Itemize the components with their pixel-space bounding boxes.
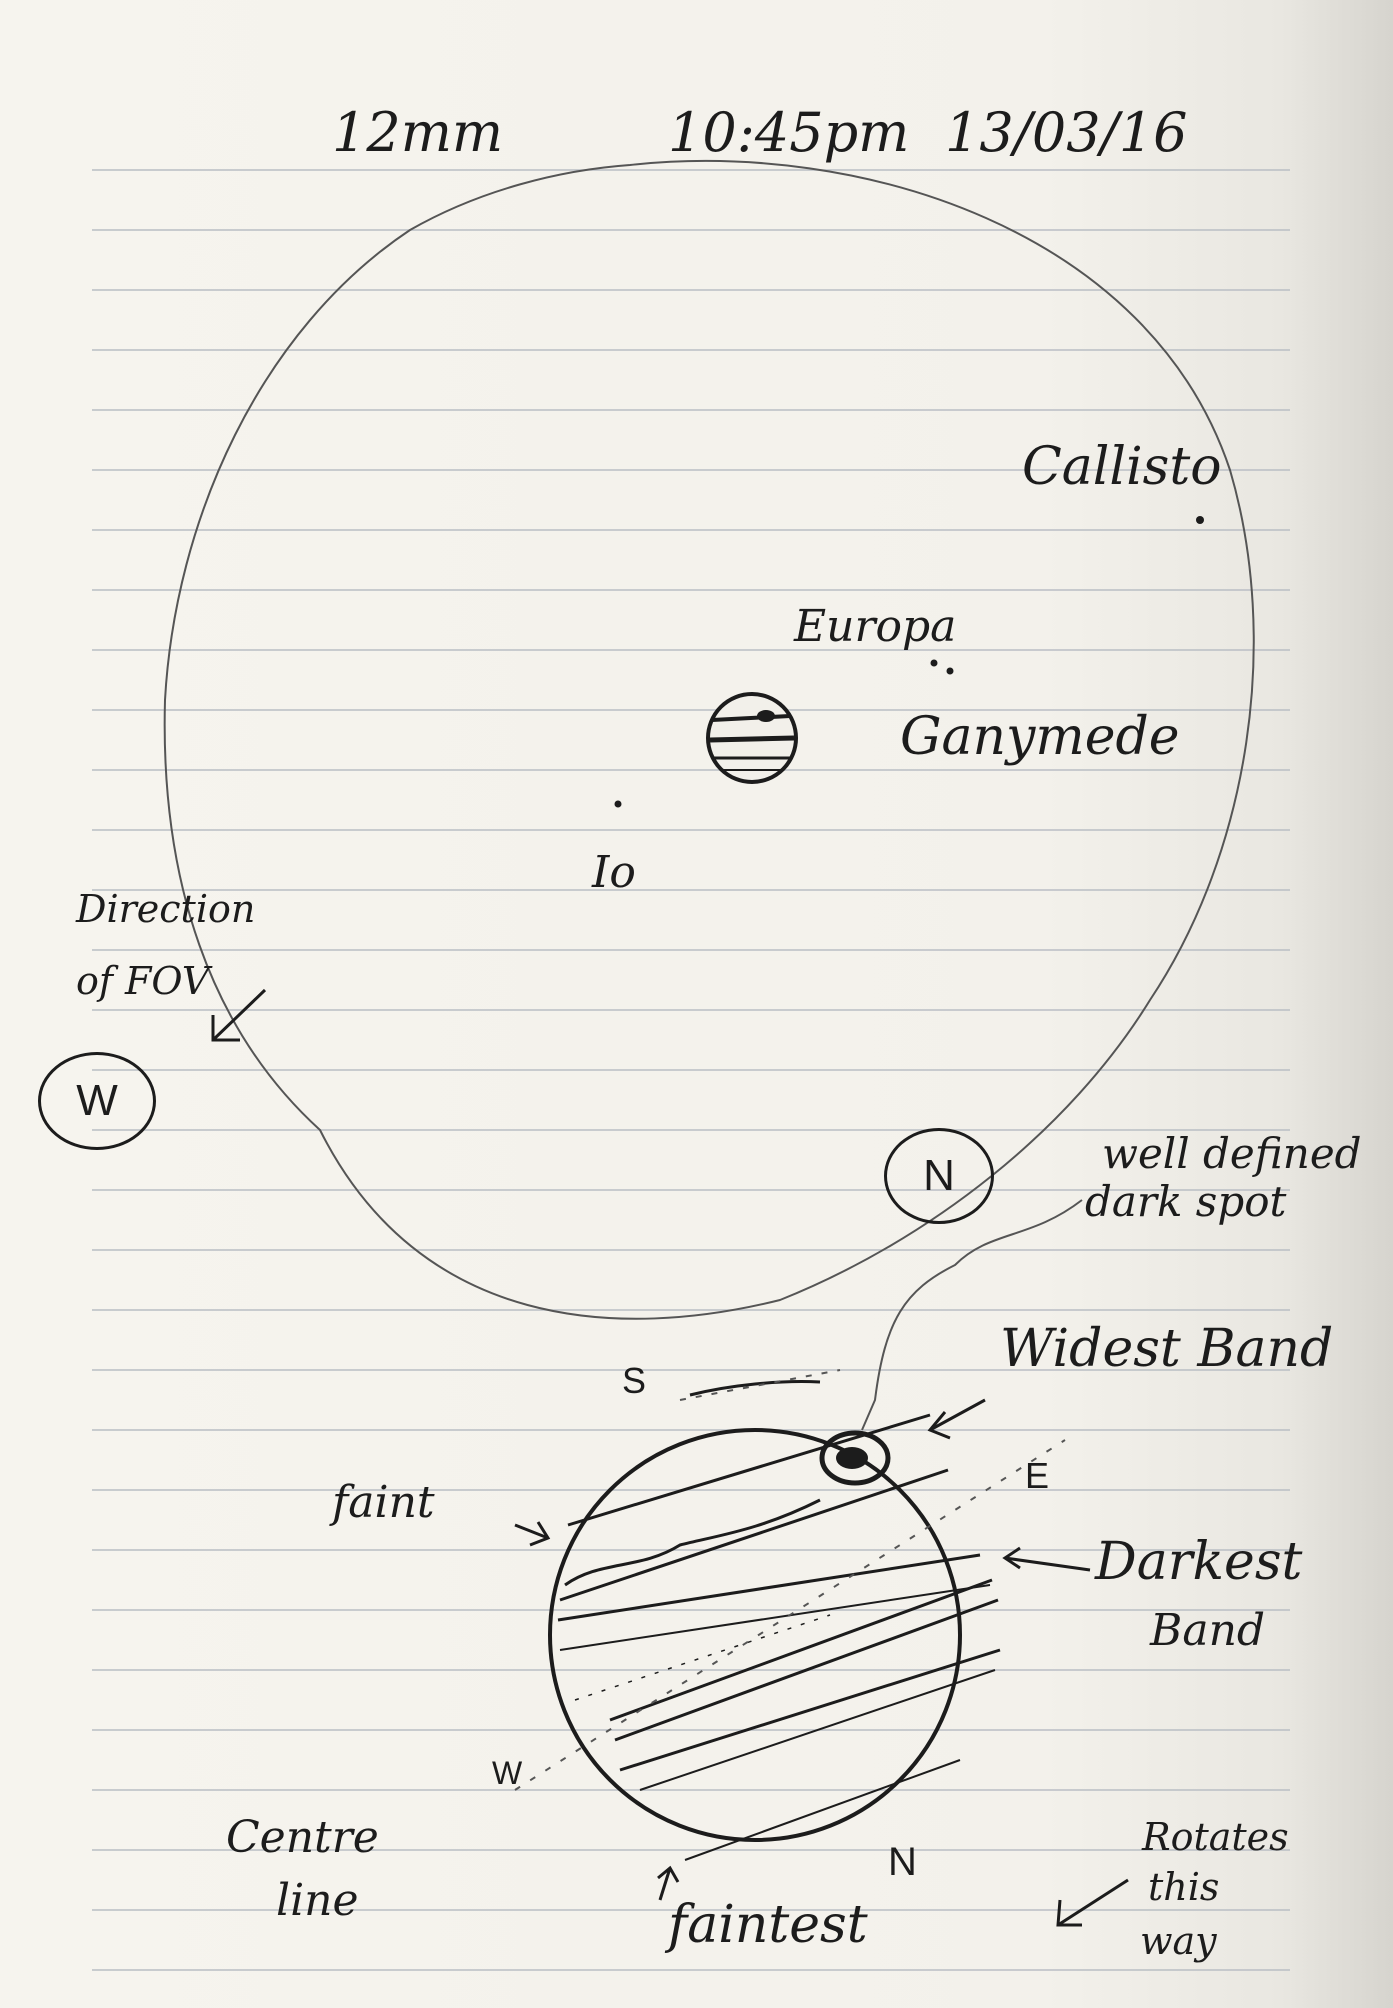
direction-note-line1: Direction — [76, 887, 256, 931]
compass-west: W — [492, 1755, 523, 1791]
north-marker-circle: N — [884, 1128, 994, 1224]
dark-spot-note-line2: dark spot — [1085, 1177, 1287, 1226]
centre-line-note-line2: line — [276, 1875, 359, 1926]
darkest-band-arrow — [1002, 1546, 1091, 1572]
widest-band-arrow — [927, 1398, 986, 1440]
europa-label: Europa — [794, 601, 957, 652]
rotation-note-line2: this — [1148, 1865, 1220, 1909]
ganymede-dot — [946, 667, 954, 675]
ganymede-label: Ganymede — [900, 707, 1180, 767]
rotation-note-line1: Rotates — [1142, 1815, 1289, 1859]
time-label: 10:45pm — [668, 101, 910, 164]
centre-line — [514, 1439, 1066, 1791]
io-dot — [614, 800, 622, 808]
faint-arrow — [514, 1521, 551, 1547]
dark-spot-note-line1: well defined — [1102, 1129, 1362, 1178]
compass-east: E — [1025, 1455, 1050, 1496]
faint-note: faint — [332, 1477, 435, 1528]
small-jupiter — [706, 692, 798, 784]
europa-dot — [930, 659, 938, 667]
faintest-arrow — [657, 1865, 680, 1901]
rotation-arrow — [1056, 1878, 1129, 1927]
darkest-band-note-line2: Band — [1150, 1605, 1266, 1656]
faintest-note: faintest — [668, 1895, 868, 1955]
eyepiece-label: 12mm — [332, 101, 504, 164]
io-label: Io — [592, 847, 636, 898]
field-of-view-circle — [163, 159, 1255, 1320]
west-marker-circle: W — [38, 1052, 156, 1150]
callisto-label: Callisto — [1022, 437, 1222, 497]
rotation-note-line3: way — [1140, 1919, 1217, 1963]
callisto-dot — [1196, 516, 1204, 524]
direction-note-line2: of FOV — [76, 959, 210, 1003]
large-jupiter — [548, 1380, 1001, 1861]
darkest-band-note-line1: Darkest — [1095, 1532, 1303, 1592]
west-marker-letter: W — [76, 1076, 118, 1125]
axis-line — [679, 1369, 841, 1401]
dark-spot-pointer-line — [861, 1199, 1083, 1431]
compass-north: N — [888, 1840, 917, 1884]
compass-south: S — [622, 1360, 647, 1401]
date-label: 13/03/16 — [945, 101, 1188, 164]
widest-band-note: Widest Band — [1000, 1319, 1334, 1379]
fov-direction-arrow — [211, 988, 267, 1042]
centre-line-note-line1: Centre — [226, 1812, 379, 1863]
north-marker-letter: N — [923, 1151, 955, 1200]
